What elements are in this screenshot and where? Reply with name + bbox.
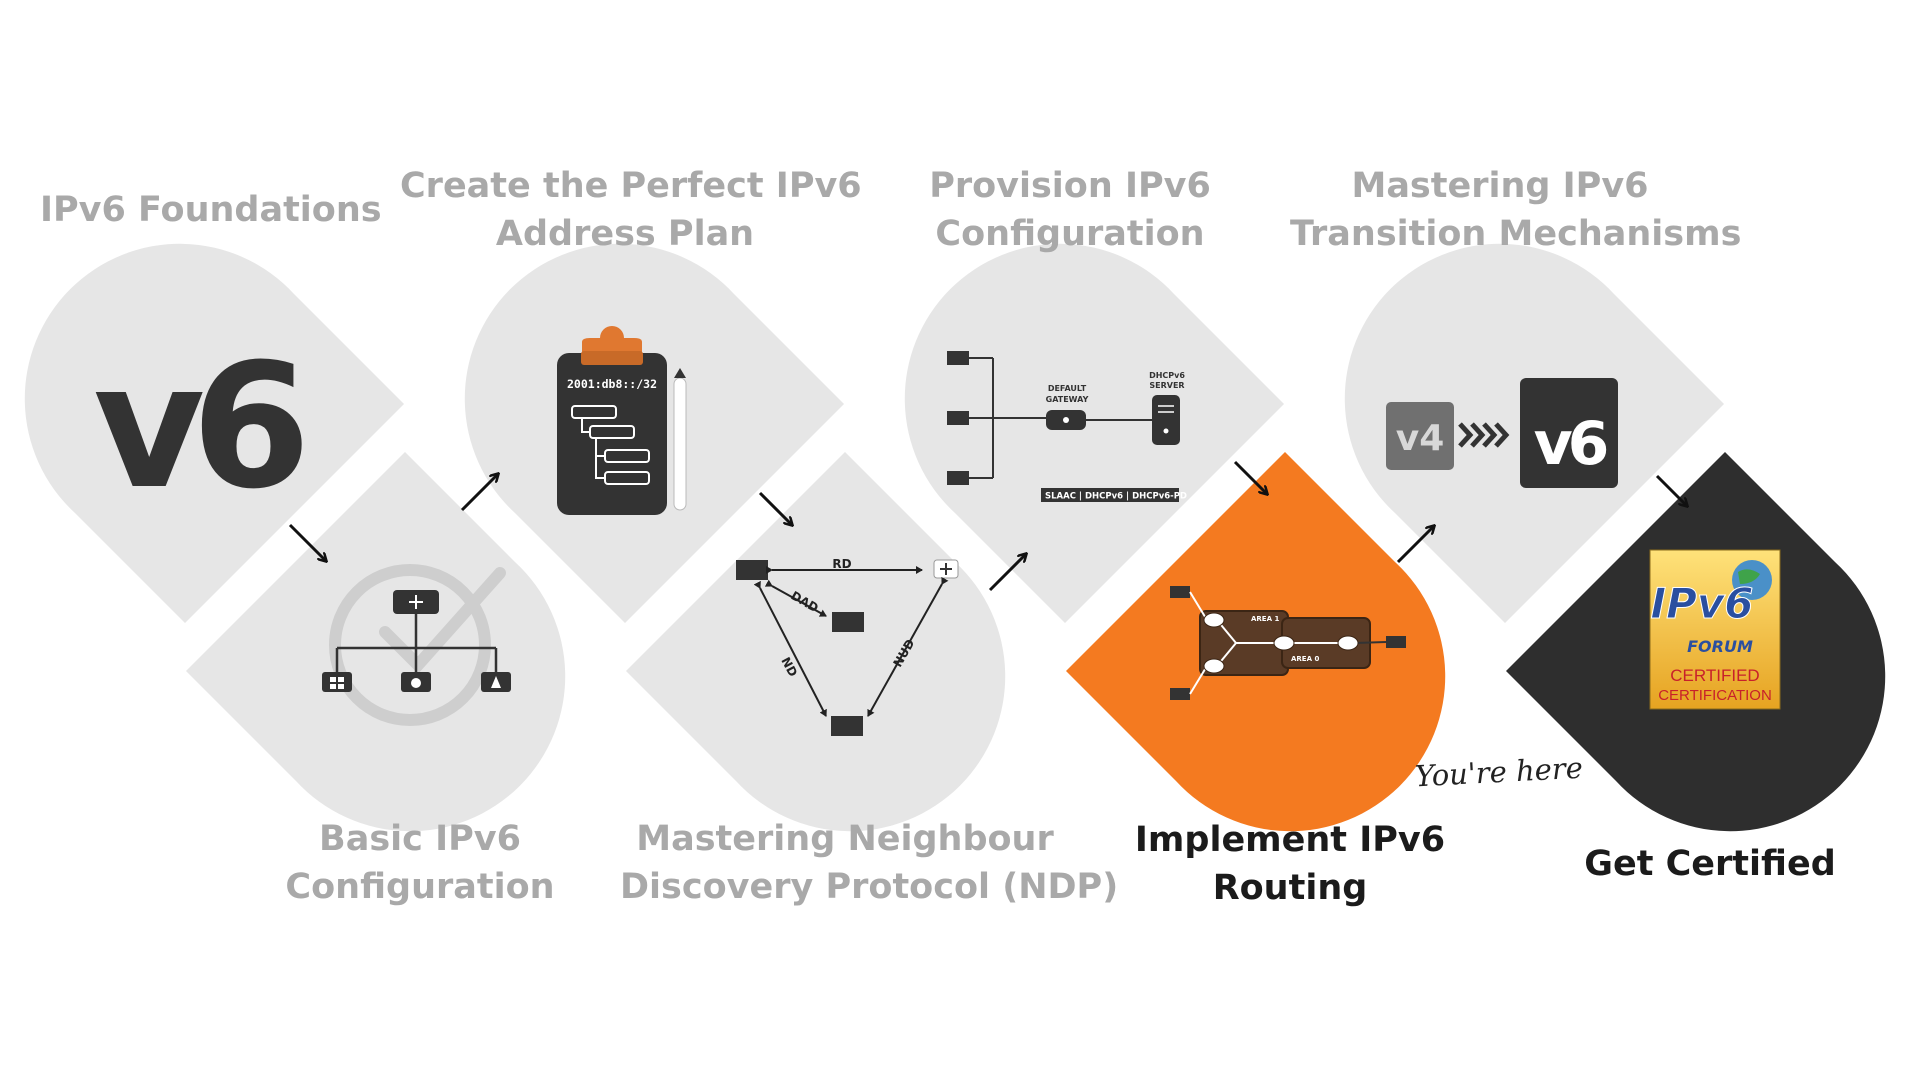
svg-text:CERTIFICATION: CERTIFICATION	[1658, 687, 1772, 704]
svg-text:AREA 0: AREA 0	[1291, 655, 1319, 663]
step-label-basic-config: Basic IPv6 Configuration	[285, 819, 555, 907]
arrow-basic-to-plan	[460, 474, 498, 512]
svg-text:DEFAULT: DEFAULT	[1048, 384, 1087, 393]
v4-to-v6-icon: v4 v6	[1386, 378, 1618, 488]
svg-text:RD: RD	[832, 557, 851, 571]
svg-text:DHCPv6: DHCPv6	[1149, 371, 1185, 380]
step-label-address-plan: Create the Perfect IPv6 Address Plan	[400, 166, 862, 254]
arrow-plan-to-ndp	[758, 491, 792, 525]
svg-text:IPv6: IPv6	[1650, 579, 1753, 628]
svg-text:CERTIFIED: CERTIFIED	[1670, 666, 1759, 685]
step-label-provision: Provision IPv6 Configuration	[929, 166, 1211, 254]
svg-text:SERVER: SERVER	[1149, 381, 1184, 390]
tile-provision	[904, 243, 1284, 623]
step-label-certified: Get Certified	[1584, 844, 1836, 884]
v6-logo-icon: v6	[93, 326, 316, 527]
arrow-ndp-to-provision	[988, 554, 1026, 592]
svg-text:v4: v4	[1396, 418, 1445, 459]
arrow-foundations-to-basic	[288, 523, 326, 561]
clipboard-plan-icon: 2001:db8::/32	[557, 326, 687, 515]
step-label-transition: Mastering IPv6 Transition Mechanisms	[1290, 166, 1742, 254]
path-arrows	[288, 460, 1687, 592]
tile-basic-config	[186, 452, 566, 832]
arrow-routing-to-transition	[1396, 526, 1434, 564]
arrow-transition-to-certified	[1655, 474, 1687, 506]
svg-text:FORUM: FORUM	[1687, 637, 1753, 656]
provision-network-icon: DEFAULT GATEWAY DHCPv6 SERVER SLAAC | DH…	[947, 351, 1187, 502]
svg-text:GATEWAY: GATEWAY	[1046, 395, 1089, 404]
svg-text:2001:db8::/32: 2001:db8::/32	[567, 377, 657, 391]
svg-text:v6: v6	[93, 326, 302, 527]
step-label-routing: Implement IPv6 Routing	[1134, 820, 1446, 908]
tile-foundations	[24, 243, 404, 623]
svg-text:AREA 1: AREA 1	[1251, 615, 1279, 623]
ipv6-forum-badge-icon: IPv6 FORUM CERTIFIED CERTIFICATION	[1649, 549, 1781, 710]
routing-areas-icon: AREA 1 AREA 0	[1170, 586, 1406, 700]
svg-text:SLAAC | DHCPv6 | DHCPv6-PD: SLAAC | DHCPv6 | DHCPv6-PD	[1045, 492, 1187, 502]
svg-text:v6: v6	[1534, 409, 1607, 479]
step-label-ndp: Mastering Neighbour Discovery Protocol (…	[620, 819, 1119, 907]
arrow-provision-to-routing	[1233, 460, 1267, 494]
step-label-foundations: IPv6 Foundations	[40, 190, 382, 230]
os-hierarchy-icon	[322, 564, 511, 726]
